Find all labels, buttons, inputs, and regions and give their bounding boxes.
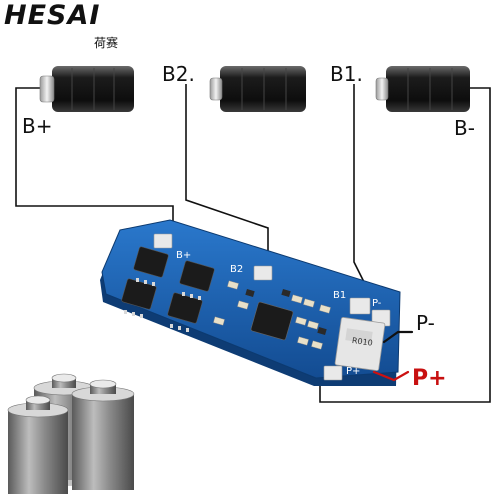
protection-ic xyxy=(250,301,294,341)
label-p-minus: P- xyxy=(416,311,435,335)
battery-cell-2 xyxy=(209,66,306,112)
label-b-minus: B- xyxy=(454,116,475,140)
pad-b-plus xyxy=(153,233,173,249)
silk-p-plus: P+ xyxy=(346,366,360,377)
silk-resistor-mark: R010 xyxy=(351,336,373,348)
label-p-plus: P+ xyxy=(412,366,447,391)
label-b-plus: B+ xyxy=(22,114,53,138)
brand-logo-subtitle: 荷赛 xyxy=(94,36,119,50)
silk-p-minus: P- xyxy=(372,298,382,309)
board-pads xyxy=(153,233,391,381)
wire-b-plus xyxy=(15,87,174,240)
pad-p-plus xyxy=(323,365,343,381)
bms-board: B+ B2 B1 P- P+ R010 xyxy=(100,219,401,386)
battery-cell-1 xyxy=(39,66,134,112)
brand-logo: HESAI xyxy=(4,0,101,31)
wire-b2 xyxy=(185,84,269,262)
wires xyxy=(15,84,491,403)
pad-b2 xyxy=(253,265,273,281)
wire-b-minus xyxy=(319,87,491,403)
silk-b-plus: B+ xyxy=(176,250,191,261)
silk-b1: B1 xyxy=(333,290,346,301)
label-b2: B2. xyxy=(162,62,195,86)
lead-p-minus xyxy=(382,330,414,344)
lead-p-plus xyxy=(372,370,410,382)
silk-b2: B2 xyxy=(230,264,243,275)
mosfet-chips xyxy=(121,246,215,324)
battery-cell-3 xyxy=(375,66,470,112)
output-leads xyxy=(372,330,414,382)
label-b1: B1. xyxy=(330,62,363,86)
battery-stack-illustration xyxy=(7,373,135,494)
wire-b1 xyxy=(353,84,369,291)
smd-components xyxy=(213,280,331,350)
pad-b1 xyxy=(349,297,371,315)
